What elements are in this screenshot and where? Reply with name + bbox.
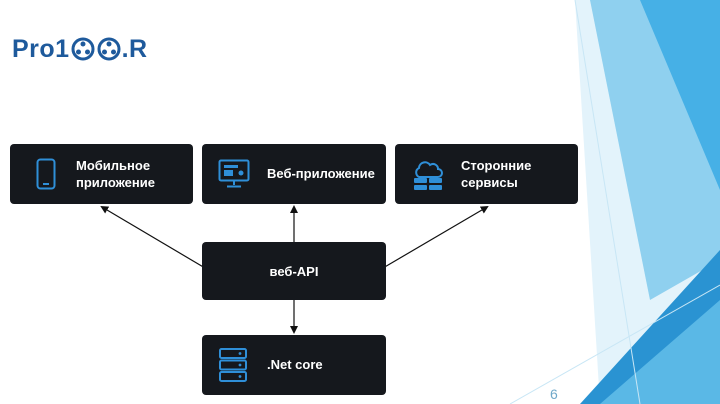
monitor-icon	[218, 159, 250, 189]
deco-lower-light	[600, 300, 720, 404]
node-web-label: Веб-приложение	[267, 166, 375, 181]
arrow-api-to-third	[382, 205, 489, 269]
node-core-label: .Net core	[267, 357, 323, 372]
node-net-core: .Net core	[202, 335, 386, 395]
node-api-label: веб-API	[269, 263, 319, 279]
arrow-api-to-mobile	[100, 205, 206, 269]
atom-icon	[71, 37, 95, 61]
logo-suffix: .R	[121, 34, 148, 63]
cloud-server-icon	[411, 156, 445, 192]
atom-icon	[97, 37, 121, 61]
node-third-label-1: Сторонние	[461, 158, 532, 173]
node-web-app: Веб-приложение	[202, 144, 386, 204]
node-mobile-app: Мобильное приложение	[10, 144, 193, 204]
node-mobile-label-1: Мобильное	[76, 158, 151, 173]
deco-line-2	[509, 284, 720, 404]
deco-bright-wedge	[640, 0, 720, 190]
node-third-label-2: сервисы	[461, 175, 518, 190]
node-third-party: Сторонние сервисы	[395, 144, 578, 204]
logo-prefix: Pro1	[12, 34, 70, 63]
brand-logo: Pro1 .R	[12, 34, 148, 64]
page-number: 6	[550, 386, 558, 402]
server-rack-icon	[218, 347, 248, 383]
node-web-api: веб-API	[202, 242, 386, 300]
node-mobile-label-2: приложение	[76, 175, 155, 190]
smartphone-icon	[34, 158, 58, 190]
